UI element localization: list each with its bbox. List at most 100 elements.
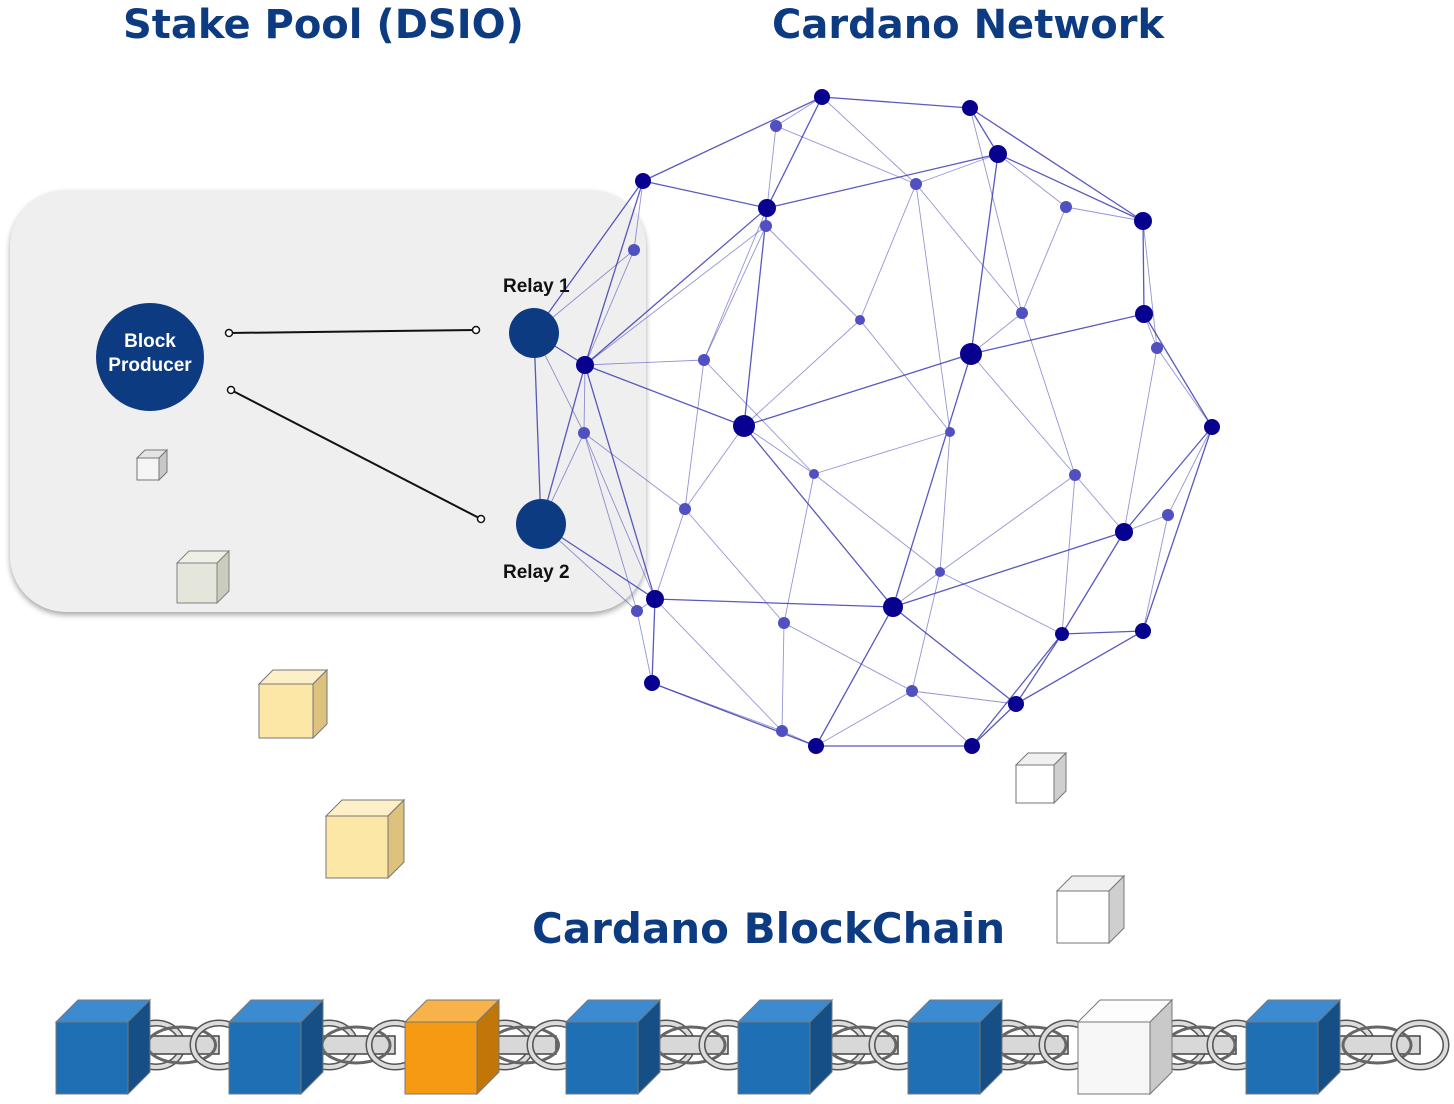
network-node-back	[778, 617, 790, 629]
network-edge	[1156, 347, 1213, 428]
network-edge	[813, 473, 941, 573]
network-edge	[775, 125, 917, 185]
network-edge	[970, 313, 1145, 355]
network-edge	[642, 96, 823, 182]
network-edge	[743, 425, 894, 608]
network-edge	[642, 180, 768, 209]
block-producer-label: Block Producer	[96, 330, 204, 378]
chain-block-blue	[906, 998, 1004, 1096]
network-edge	[815, 690, 913, 747]
network-edge	[766, 153, 999, 209]
network-edge	[859, 183, 917, 321]
network-node	[1134, 212, 1152, 230]
network-edge	[584, 180, 644, 366]
network-edge	[1021, 206, 1067, 314]
relay2-node	[516, 499, 566, 549]
network-edge	[997, 153, 1144, 222]
network-edge	[911, 571, 941, 692]
network-edge	[1123, 347, 1158, 533]
network-node	[1135, 305, 1153, 323]
network-node-back	[1060, 201, 1072, 213]
floating-block	[1014, 751, 1068, 805]
floating-block	[257, 668, 329, 740]
network-edge	[815, 606, 894, 747]
network-edge	[892, 353, 972, 608]
link-endpoint	[476, 514, 486, 524]
network-edge	[915, 153, 999, 185]
network-edge	[583, 432, 656, 600]
network-edge	[743, 207, 768, 427]
network-node	[646, 590, 664, 608]
floating-block	[135, 448, 169, 482]
chain-block-blue	[736, 998, 834, 1096]
network-node-back	[945, 427, 955, 437]
network-edge	[540, 364, 586, 525]
network-edge	[892, 606, 1017, 705]
network-edge	[1142, 220, 1145, 315]
network-edge	[1061, 531, 1125, 635]
blockchain-chain	[54, 998, 1450, 1096]
network-node	[644, 675, 660, 691]
relay1-node	[509, 308, 559, 358]
producer-relay1-link	[228, 329, 477, 334]
network-edge	[915, 183, 1023, 314]
network-edge	[1021, 312, 1076, 476]
network-edge	[636, 610, 653, 684]
network-edge	[703, 225, 767, 361]
network-node-back	[1016, 307, 1028, 319]
stake-pool-graph	[96, 303, 566, 549]
network-edge	[743, 319, 861, 427]
network-node	[1008, 696, 1024, 712]
network-edge	[584, 225, 767, 366]
network-edge	[939, 571, 1063, 635]
network-node	[808, 738, 824, 754]
network-edge	[684, 359, 705, 510]
network-edge	[766, 125, 777, 209]
network-edge	[939, 431, 951, 573]
network-edge	[765, 225, 861, 321]
cardano-blockchain-title: Cardano BlockChain	[532, 904, 1006, 953]
chain-block-orange	[403, 998, 501, 1096]
network-edge	[1015, 633, 1063, 705]
network-node	[814, 89, 830, 105]
stake-pool-title: Stake Pool (DSIO)	[123, 2, 524, 48]
network-edge	[775, 96, 823, 127]
network-edge	[969, 107, 1023, 314]
network-edge	[970, 153, 999, 355]
link-endpoint	[226, 385, 236, 395]
chain-block-blue	[54, 998, 152, 1096]
network-node	[576, 356, 594, 374]
network-node-back	[770, 120, 782, 132]
floating-blocks	[135, 448, 1126, 945]
relay2-label: Relay 2	[503, 562, 570, 583]
cardano-network-graph	[533, 89, 1220, 754]
network-edge	[654, 598, 894, 608]
link-endpoint	[224, 328, 234, 338]
network-edge	[584, 207, 768, 366]
network-edge	[651, 598, 656, 684]
network-edge	[911, 690, 973, 747]
chain-block-white	[1076, 998, 1174, 1096]
network-node	[1115, 523, 1133, 541]
network-edge	[584, 359, 705, 366]
network-edge	[1142, 220, 1158, 349]
network-edge	[703, 207, 768, 361]
network-edge	[781, 622, 785, 732]
network-edge	[533, 180, 644, 334]
network-node	[733, 415, 755, 437]
network-edge	[1061, 474, 1076, 635]
network-edge	[997, 153, 1067, 208]
network-node-back	[578, 427, 590, 439]
network-node-back	[628, 244, 640, 256]
network-edge	[1142, 514, 1169, 632]
network-edge	[583, 364, 586, 434]
network-node	[758, 199, 776, 217]
network-edge	[584, 364, 656, 600]
network-edge	[1167, 426, 1213, 516]
network-node-back	[698, 354, 710, 366]
network-edge	[766, 96, 823, 209]
network-edge	[783, 622, 913, 692]
network-edge	[1142, 426, 1213, 632]
network-node	[1135, 623, 1151, 639]
